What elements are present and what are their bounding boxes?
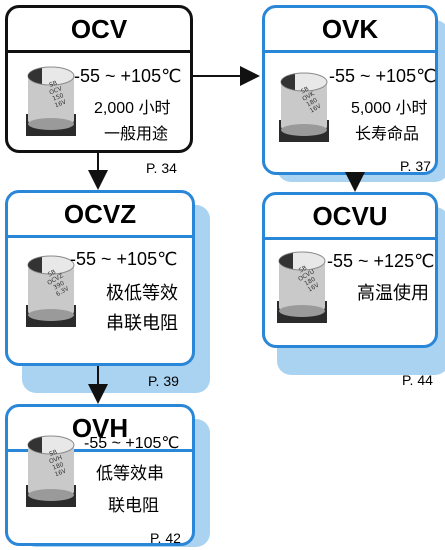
page-ref-ocvz: P. 39 [148,373,179,389]
spec-line-1: 高温使用 [357,283,429,303]
cap-text-3: 150 [52,92,65,103]
temp-range: -55 ~ +105℃ [70,249,178,269]
cap-text-3: 180 [305,97,319,109]
page-ref-ocv: P. 34 [146,160,177,176]
cap-text-1: SB [48,80,58,89]
capacitor-image: SB OVH 180 16V [22,431,80,515]
page-ref-ovh: P. 42 [150,530,181,546]
spec-line-2: 联电阻 [108,496,159,515]
temp-range: -55 ~ +105℃ [84,435,180,452]
node-title: OCV [8,8,190,53]
capacitor-image: SB OCVZ 390 6.3V [22,251,80,335]
cap-text-1: SB [298,264,308,274]
cap-text-1: SB [300,85,310,95]
node-title: OCVZ [8,193,192,238]
node-title: OCVU [265,195,435,240]
capacitor-image: SB OCV 150 16V [22,62,80,142]
node-ocvu: OCVU SB OCVU 180 16V -55 ~ +125℃ 高温使用 [262,192,438,348]
node-ocv: OCV SB OCV 150 16V -55 ~ +105℃ 2,000 小时 … [5,5,193,153]
page-ref-ocvu: P. 44 [402,372,433,388]
capacitor-image: SB OVK 180 16V [275,68,333,148]
cap-text-2: OCV [48,85,63,96]
cap-text-2: OVH [48,454,63,465]
capacitor-image: SB OCVU 180 16V [273,247,331,331]
page-ref-ovk: P. 37 [400,158,431,174]
temp-range: -55 ~ +105℃ [74,66,182,86]
cap-text-1: SB [47,268,57,278]
temp-range: -55 ~ +105℃ [329,66,437,86]
spec-line-1: 5,000 小时 [351,100,428,117]
spec-line-2: 一般用途 [104,126,169,143]
node-ocvz: OCVZ SB OCVZ 390 6.3V -55 ~ +105℃ 极低等效 串… [5,190,195,366]
spec-line-1: 2,000 小时 [94,100,171,117]
cap-text-4: 16V [54,98,68,109]
spec-line-1: 低等效串 [96,464,164,483]
node-title: OVK [265,8,435,53]
cap-text-3: 180 [303,276,317,288]
cap-text-3: 390 [52,280,66,292]
node-ovh: OVH SB OVH 180 16V -55 ~ +105℃ 低等效串 联电阻 [5,404,195,546]
cap-text-4: 16V [54,467,68,478]
spec-line-2: 串联电阻 [106,313,178,333]
node-title: OVH [8,407,192,452]
spec-line-1: 极低等效 [106,283,178,303]
spec-line-2: 长寿命品 [355,126,420,143]
node-ovk: OVK SB OVK 180 16V -55 ~ +105℃ 5,000 小时 … [262,5,438,175]
temp-range: -55 ~ +125℃ [327,251,435,271]
cap-text-3: 180 [52,461,65,472]
cap-text-1: SB [48,449,58,458]
